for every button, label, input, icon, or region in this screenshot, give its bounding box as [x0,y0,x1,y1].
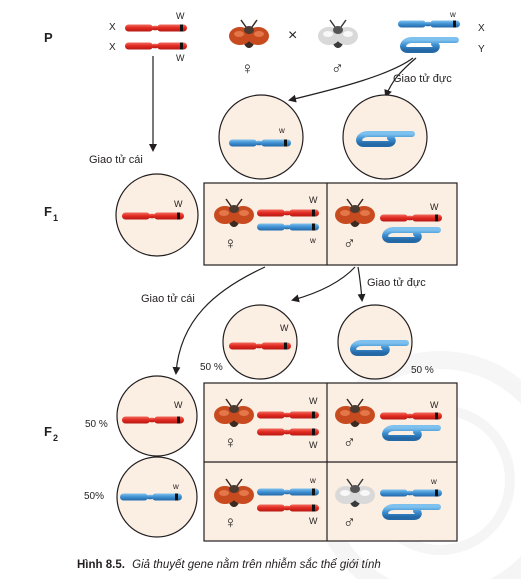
p-male-allele: w [449,10,456,19]
f2-male1-allele: W [430,400,439,410]
f2-female1-allele-1: W [309,396,318,406]
f1-female-gamete-label: Giao tử cái [141,293,195,305]
p-female-chromosome-x1 [125,24,187,32]
f1-female-gamete-allele: W [174,199,183,209]
arrow-p-male-gamete-y [384,57,417,98]
f2-female-gamete-blue-allele: w [172,482,179,491]
arrow-f1-male-gamete-x [291,266,356,303]
f2-female2-allele-dominant: W [309,516,318,526]
p-male-symbol: ♂ [331,59,344,78]
f1-female-symbol: ♀ [224,234,237,253]
p-male-x-label: X [478,23,485,34]
arrow-p-male-gamete-x [288,57,414,103]
f1-male-gamete-x-percent: 50 % [200,362,223,373]
p-male-chromosome-x [398,20,460,28]
f2-male-symbol-2: ♂ [343,513,356,532]
f1-male-gamete-y-percent: 50 % [411,365,434,376]
f2-female2-allele-recessive: w [309,476,316,485]
f2-female-symbol-1: ♀ [224,433,237,452]
f2-female1-allele-2: W [309,440,318,450]
p-female-x-label-1: X [109,22,116,33]
gen-f2-subscript: 2 [53,433,58,443]
p-male-y-label: Y [478,44,485,55]
p-male-fly-white-eye [317,19,359,49]
p-female-x-label-2: X [109,42,116,53]
gen-f2-label: F [44,424,52,439]
p-male-gamete-label: Giao tử đực [393,73,452,85]
p-male-gamete-x-circle [218,94,304,180]
f1-male-allele: W [430,202,439,212]
f2-gamete-blue-percent: 50% [84,491,104,502]
p-male-gamete-x-allele: w [278,126,285,135]
p-female-symbol: ♀ [241,59,254,78]
gen-f1-subscript: 1 [53,213,58,223]
arrow-f1-male-gamete-y [357,266,366,302]
p-female-chromosome-x2 [125,42,187,50]
f2-female-gamete-red-circle [116,375,198,457]
f1-male-gamete-x-circle [222,304,298,380]
f1-female-allele-dominant: W [309,195,318,205]
f2-female-symbol-2: ♀ [224,513,237,532]
figure-caption: Hình 8.5. Giả thuyết gene nằm trên nhiễm… [77,558,381,571]
p-female-fly-red-eye [228,19,270,49]
f1-male-symbol: ♂ [343,234,356,253]
cross-symbol: × [288,27,297,44]
figure-caption-text: Giả thuyết gene nằm trên nhiễm sắc thể g… [132,558,381,571]
f2-gamete-red-percent: 50 % [85,419,108,430]
f1-panel [203,182,458,266]
gen-p-label: P [44,30,53,45]
f2-female-gamete-red-allele: W [174,400,183,410]
p-female-gamete-label: Giao tử cái [89,154,143,166]
p-female-allele-2: W [176,53,185,63]
gen-f1-label: F [44,204,52,219]
f2-male-symbol-1: ♂ [343,433,356,452]
f1-female-allele-recessive: w [309,236,316,245]
f2-male2-allele: w [430,477,437,486]
arrow-f1-female-gamete [172,266,266,375]
figure-caption-number: Hình 8.5. [77,559,125,571]
p-female-allele-1: W [176,11,185,21]
f1-male-gamete-label: Giao tử đực [367,277,426,289]
f1-male-gamete-x-allele: W [280,323,289,333]
p-male-chromosome-y [403,40,456,50]
